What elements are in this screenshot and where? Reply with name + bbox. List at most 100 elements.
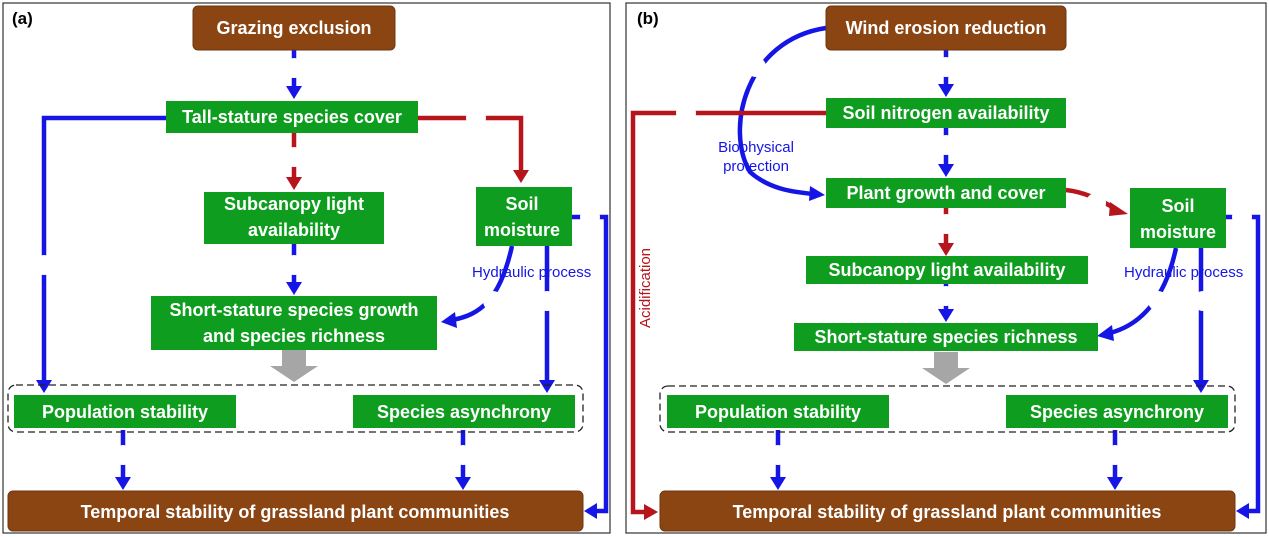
negative-sign-icon xyxy=(466,108,486,128)
positive-sign-icon xyxy=(483,291,503,311)
node-b-species-asynchrony-label: Species asynchrony xyxy=(1030,402,1204,422)
positive-sign-icon xyxy=(537,291,557,311)
node-a-short-stature: Short-stature species growth and species… xyxy=(151,296,437,350)
node-a-species-asynchrony-label: Species asynchrony xyxy=(377,402,551,422)
arrowhead-b-temporal-mid xyxy=(1107,477,1123,490)
arrowhead-b-temporal-right xyxy=(1236,503,1249,519)
panel-a: (a) xyxy=(2,2,611,534)
positive-sign-icon xyxy=(936,57,956,77)
edge-b-wind-to-plant xyxy=(737,25,827,197)
positive-sign-icon xyxy=(746,57,766,77)
node-a-tall-stature-cover-label: Tall-stature species cover xyxy=(182,107,402,127)
annotation-b-hydraulic-process: Hydraulic process xyxy=(1124,264,1243,281)
node-b-soil-moisture-line1: Soil xyxy=(1161,196,1194,216)
arrowhead-b-plant-curve xyxy=(809,186,825,201)
negative-sign-icon xyxy=(284,147,304,167)
annotation-a-hydraulic-process: Hydraulic process xyxy=(472,264,591,281)
positive-sign-icon xyxy=(936,286,956,306)
node-a-short-stature-line1: Short-stature species growth xyxy=(169,300,418,320)
node-a-population-stability-label: Population stability xyxy=(42,402,208,422)
node-a-tall-stature-cover: Tall-stature species cover xyxy=(166,101,418,133)
node-b-soil-moisture-line2: moisture xyxy=(1140,222,1216,242)
node-b-temporal-stability: Temporal stability of grassland plant co… xyxy=(659,490,1236,532)
node-a-grazing-exclusion-label: Grazing exclusion xyxy=(216,18,371,38)
panel-b: (b) xyxy=(625,2,1267,534)
arrowhead-b-plant xyxy=(938,164,954,177)
arrowhead-b-light xyxy=(938,243,954,256)
annotation-b-biophysical-line2: protection xyxy=(723,158,789,175)
node-a-soil-moisture-line2: moisture xyxy=(484,220,560,240)
arrowhead-a-short xyxy=(286,282,302,295)
node-a-soil-moisture: Soil moisture xyxy=(476,187,572,246)
arrowhead-a-temporal-mid xyxy=(455,477,471,490)
arrowhead-b-temporal-left xyxy=(644,504,658,520)
arrowhead-a-temporal-right xyxy=(584,503,597,519)
positive-sign-icon xyxy=(936,135,956,155)
node-a-population-stability: Population stability xyxy=(14,395,236,428)
panel-a-label: (a) xyxy=(12,9,33,28)
arrowhead-a-short-curve xyxy=(441,312,457,328)
arrowhead-b-short-curve xyxy=(1097,325,1114,341)
positive-sign-icon xyxy=(453,445,473,465)
positive-sign-icon xyxy=(113,445,133,465)
node-b-population-stability-label: Population stability xyxy=(695,402,861,422)
node-b-soil-nitrogen: Soil nitrogen availability xyxy=(826,98,1066,128)
positive-sign-icon xyxy=(34,255,54,275)
panel-b-label: (b) xyxy=(637,9,659,28)
node-b-soil-nitrogen-label: Soil nitrogen availability xyxy=(842,103,1049,123)
negative-sign-icon xyxy=(936,214,956,234)
node-a-grazing-exclusion: Grazing exclusion xyxy=(192,5,396,51)
edge-a-tall-to-moisture xyxy=(418,115,524,172)
node-b-species-asynchrony: Species asynchrony xyxy=(1006,395,1228,428)
panel-a-frame xyxy=(2,2,611,534)
node-a-soil-moisture-line1: Soil xyxy=(505,194,538,214)
positive-sign-icon xyxy=(580,207,600,227)
node-a-subcanopy-light-line1: Subcanopy light xyxy=(224,194,364,214)
negative-sign-icon xyxy=(676,103,696,123)
positive-sign-icon xyxy=(1193,291,1213,311)
node-b-population-stability: Population stability xyxy=(667,395,889,428)
node-a-temporal-stability-label: Temporal stability of grassland plant co… xyxy=(81,502,510,522)
node-a-species-asynchrony: Species asynchrony xyxy=(353,395,575,428)
node-b-temporal-stability-label: Temporal stability of grassland plant co… xyxy=(733,502,1162,522)
arrowhead-a-tall xyxy=(286,86,302,99)
node-b-subcanopy-light: Subcanopy light availability xyxy=(806,256,1088,284)
node-b-wind-erosion-reduction-label: Wind erosion reduction xyxy=(846,18,1047,38)
positive-sign-icon xyxy=(284,255,304,275)
group-arrow-b xyxy=(922,352,970,384)
arrowhead-b-nitrogen xyxy=(938,84,954,97)
arrowhead-a-light xyxy=(286,177,302,190)
arrowhead-a-moisture xyxy=(513,170,529,183)
positive-sign-icon xyxy=(1105,445,1125,465)
arrowhead-a-temporal-left xyxy=(115,477,131,490)
positive-sign-icon xyxy=(1148,291,1168,311)
stability-group-box-a xyxy=(7,384,584,433)
positive-sign-icon xyxy=(768,445,788,465)
annotation-b-acidification: Acidification xyxy=(637,248,654,328)
arrowhead-a-population xyxy=(36,380,52,393)
node-b-plant-growth-cover-label: Plant growth and cover xyxy=(846,183,1045,203)
arrowhead-b-moisture xyxy=(1109,202,1128,216)
node-b-wind-erosion-reduction: Wind erosion reduction xyxy=(825,5,1067,51)
arrowhead-b-temporal-left-mid xyxy=(770,477,786,490)
arrowhead-b-short xyxy=(938,309,954,322)
node-a-subcanopy-light-line2: availability xyxy=(248,220,340,240)
negative-sign-icon xyxy=(1086,193,1106,213)
node-a-temporal-stability: Temporal stability of grassland plant co… xyxy=(7,490,584,532)
positive-sign-icon xyxy=(1232,207,1252,227)
node-b-soil-moisture: Soil moisture xyxy=(1130,188,1226,248)
group-arrow-a xyxy=(270,350,318,382)
edge-b-acidification xyxy=(630,110,826,515)
node-b-subcanopy-light-label: Subcanopy light availability xyxy=(828,260,1065,280)
node-a-short-stature-line2: and species richness xyxy=(203,326,385,346)
node-b-short-stature-richness-label: Short-stature species richness xyxy=(814,327,1077,347)
stability-group-box-b xyxy=(659,385,1236,433)
annotation-b-biophysical-line1: Biophysical xyxy=(718,139,794,156)
node-a-subcanopy-light: Subcanopy light availability xyxy=(204,192,384,244)
node-b-short-stature-richness: Short-stature species richness xyxy=(794,323,1098,351)
node-b-plant-growth-cover: Plant growth and cover xyxy=(826,178,1066,208)
edge-a-tall-to-population xyxy=(41,115,166,382)
arrowhead-a-asynchrony xyxy=(539,380,555,393)
positive-sign-icon xyxy=(284,58,304,78)
